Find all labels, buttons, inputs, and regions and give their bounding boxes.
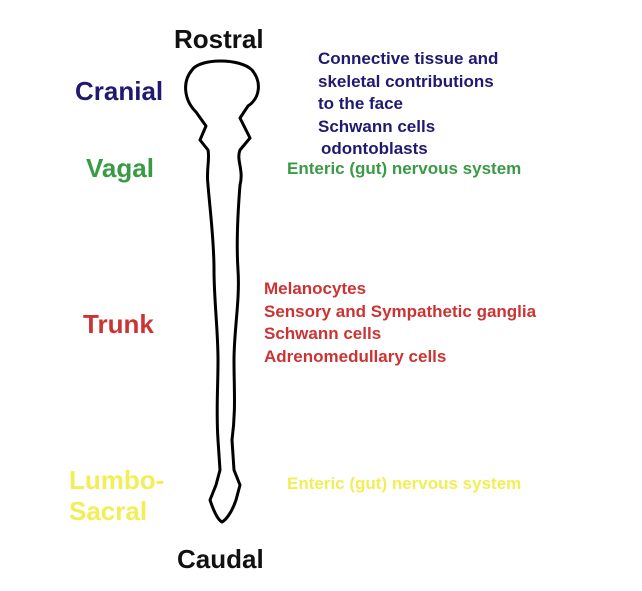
cranial-derivative-item: Connective tissue and — [318, 49, 499, 68]
trunk-derivative-item: Schwann cells — [264, 324, 382, 343]
trunk-derivative-item: Sensory and Sympathetic ganglia — [264, 301, 537, 321]
vagal-derivative-item: Enteric (gut) nervous system — [287, 159, 522, 178]
region-lumbosacral-label: Lumbo- Sacral — [69, 465, 164, 527]
trunk-derivatives: Melanocytes Sensory and Sympathetic gang… — [264, 278, 536, 368]
trunk-derivative-item: Melanocytes — [264, 279, 367, 298]
cranial-derivative-item: to the face — [318, 94, 404, 113]
region-cranial-label: Cranial — [75, 76, 164, 106]
trunk-derivative-item: Adrenomedullary cells — [264, 346, 447, 366]
region-vagal-label: Vagal — [86, 153, 154, 183]
cranial-derivative-item: Schwann cells — [318, 116, 436, 136]
region-lumbosacral-label-line1: Lumbo- — [69, 465, 165, 495]
rostral-label: Rostral — [174, 24, 264, 54]
cranial-derivative-item: skeletal contributions — [318, 71, 494, 91]
caudal-label: Caudal — [177, 544, 264, 574]
lumbosacral-derivative-item: Enteric (gut) nervous system — [287, 474, 522, 493]
region-lumbosacral-label-line2: Sacral — [69, 496, 148, 526]
region-trunk-label: Trunk — [83, 309, 154, 339]
neural-tube-shape — [184, 59, 260, 524]
cranial-derivatives: Connective tissue and skeletal contribut… — [318, 48, 498, 161]
lumbosacral-derivatives: Enteric (gut) nervous system — [287, 473, 521, 496]
cranial-derivative-item: odontoblasts — [321, 139, 428, 158]
vagal-derivatives: Enteric (gut) nervous system — [287, 158, 521, 181]
